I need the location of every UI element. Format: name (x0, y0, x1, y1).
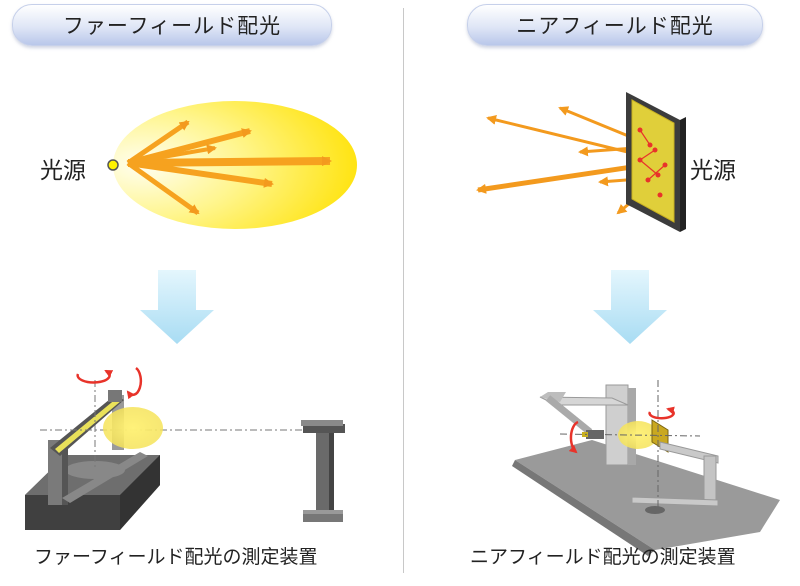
far-field-caption: ファーフィールド配光の測定装置 (34, 546, 318, 568)
near-field-source-label: 光源 (690, 158, 736, 184)
far-field-source-label: 光源 (40, 158, 86, 184)
near-field-caption: ニアフィールド配光の測定装置 (470, 546, 736, 568)
far-field-light-pattern (107, 101, 357, 229)
near-field-apparatus-icon (512, 380, 780, 556)
point-source-icon (107, 159, 119, 171)
divider (403, 8, 404, 573)
down-arrow-left-icon (140, 270, 214, 344)
far-field-apparatus-icon (25, 367, 345, 530)
near-field-light-pattern (476, 92, 686, 232)
far-field-heading: ファーフィールド配光 (12, 4, 332, 46)
down-arrow-right-icon (593, 270, 667, 344)
near-field-heading: ニアフィールド配光 (467, 4, 763, 46)
